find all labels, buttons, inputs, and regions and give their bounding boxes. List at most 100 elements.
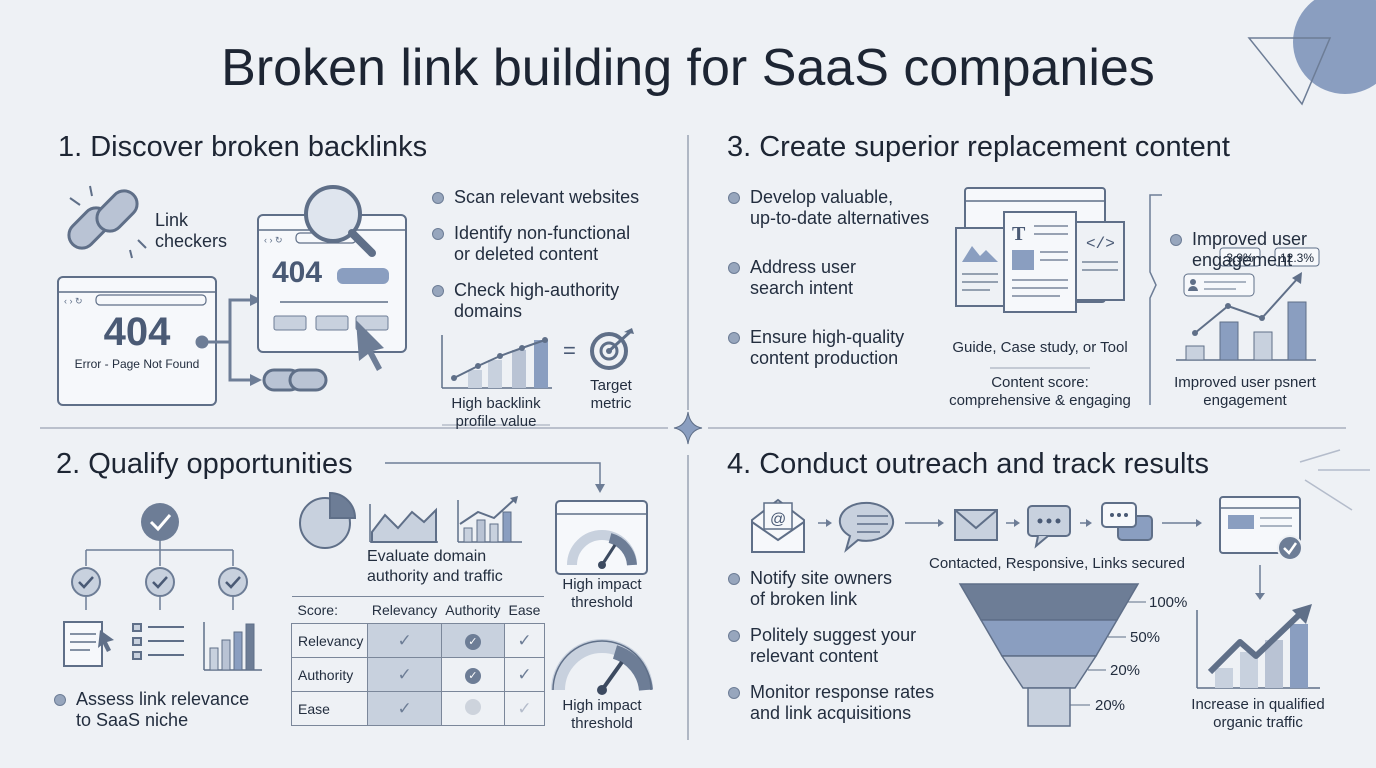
bullet-suggest: Politely suggest your relevant content bbox=[728, 625, 958, 667]
engagement-top: Improved user engagement bbox=[1170, 229, 1376, 271]
row-label: Relevancy bbox=[290, 623, 369, 658]
target-icon bbox=[590, 328, 634, 370]
area-chart-icon bbox=[369, 504, 438, 543]
error-code: 404 bbox=[103, 310, 171, 354]
evaluate-label: Evaluate domain authority and traffic bbox=[367, 548, 503, 585]
bullet-monitor: Monitor response rates and link acquisit… bbox=[728, 682, 958, 724]
section-4-heading: 4. Conduct outreach and track results bbox=[727, 448, 1209, 480]
check-icon: ✓ bbox=[397, 630, 412, 650]
funnel-level-3: 20% bbox=[1110, 662, 1141, 679]
pie-chart-icon bbox=[299, 491, 357, 549]
bullet-address: Address user search intent bbox=[728, 257, 938, 299]
qualify-tree bbox=[85, 540, 234, 610]
table-row: Relevancy ✓ ✓ ✓ bbox=[290, 623, 545, 658]
svg-text:‹ › ↻: ‹ › ↻ bbox=[264, 235, 283, 245]
decor-circle bbox=[1293, 0, 1376, 94]
funnel-level-4: 20% bbox=[1095, 697, 1126, 714]
list-icon bbox=[132, 623, 184, 660]
arrow-head-1 bbox=[250, 294, 262, 306]
content-score: Content score: comprehensive & engaging bbox=[949, 374, 1131, 409]
bullet-ensure: Ensure high-quality content production bbox=[728, 327, 938, 369]
stat-1: 3.9% bbox=[1226, 251, 1254, 265]
threshold-label-1: High impact threshold bbox=[562, 576, 642, 611]
check-icon: ✓ bbox=[517, 698, 532, 718]
engagement-bottom: Improved user psnert engagement bbox=[1174, 374, 1316, 409]
decor-lines bbox=[1299, 449, 1370, 511]
check-filled-icon: ✓ bbox=[464, 667, 481, 684]
browser-error-code: 404 bbox=[272, 256, 323, 289]
svg-text:</>: </> bbox=[1086, 235, 1115, 253]
connector-arrows bbox=[195, 298, 252, 382]
traffic-label: Increase in qualified organic traffic bbox=[1191, 696, 1325, 731]
bullet-identify: Identify non-functional or deleted conte… bbox=[432, 223, 672, 265]
chain-link-small-icon bbox=[262, 368, 328, 392]
chart-label: High backlink profile value bbox=[451, 395, 541, 430]
engagement-chart bbox=[1176, 247, 1320, 361]
check-root-icon bbox=[141, 503, 179, 541]
trend-chart-icon bbox=[457, 496, 522, 543]
content-types: Guide, Case study, or Tool bbox=[952, 339, 1128, 356]
check-filled-icon: ✓ bbox=[464, 633, 481, 650]
bullet-scan: Scan relevant websites bbox=[432, 187, 672, 208]
score-header: Score: bbox=[291, 596, 368, 624]
row-label: Ease bbox=[290, 691, 369, 726]
cursor-icon bbox=[356, 320, 384, 371]
svg-text:‹ › ↻: ‹ › ↻ bbox=[64, 296, 83, 306]
outreach-flow: @ bbox=[751, 496, 1303, 561]
target-label: Target metric bbox=[590, 377, 632, 412]
funnel-chart bbox=[958, 583, 1146, 727]
flow-arrows bbox=[818, 519, 1265, 600]
row-label: Authority bbox=[290, 657, 369, 692]
error-text: Error - Page Not Found bbox=[74, 357, 200, 371]
empty-dot-icon bbox=[464, 699, 481, 715]
header-relevancy: Relevancy bbox=[367, 596, 442, 624]
link-checkers-label: Link checkers bbox=[155, 210, 228, 251]
funnel-caption: Contacted, Responsive, Links secured bbox=[929, 555, 1185, 572]
flow-arrow-head bbox=[595, 484, 605, 493]
bar-chart-icon bbox=[203, 622, 262, 671]
traffic-growth-chart bbox=[1196, 604, 1320, 689]
page-title: Broken link building for SaaS companies bbox=[221, 39, 1155, 97]
section-2-heading: 2. Qualify opportunities bbox=[56, 448, 353, 480]
check-icon: ✓ bbox=[397, 664, 412, 684]
check-child-icons bbox=[71, 567, 248, 597]
assess-label: Assess link relevance to SaaS niche bbox=[54, 689, 1376, 731]
arrow-head-2 bbox=[250, 374, 262, 386]
funnel-level-2: 50% bbox=[1130, 629, 1161, 646]
chain-link-icon bbox=[67, 189, 139, 250]
gauge-icon bbox=[551, 639, 653, 695]
check-icon: ✓ bbox=[517, 664, 532, 684]
magnifier-icon bbox=[304, 185, 376, 257]
backlink-chart bbox=[441, 335, 552, 389]
section-1-bullets: Scan relevant websites Identify non-func… bbox=[432, 187, 672, 322]
svg-text:T: T bbox=[1012, 223, 1026, 245]
check-icon: ✓ bbox=[397, 698, 412, 718]
header-ease: Ease bbox=[504, 596, 545, 624]
section-3-bullets: Develop valuable, up-to-date alternative… bbox=[728, 187, 938, 369]
sparkle-icon bbox=[673, 411, 703, 445]
stat-2: 12.3% bbox=[1279, 251, 1315, 265]
svg-text:@: @ bbox=[770, 511, 786, 528]
score-table: Score: Relevancy Authority Ease Relevanc… bbox=[290, 596, 545, 726]
bracket-line bbox=[1149, 194, 1162, 405]
document-icon bbox=[63, 621, 114, 667]
section-1-heading: 1. Discover broken backlinks bbox=[58, 131, 428, 163]
funnel-level-1: 100% bbox=[1149, 594, 1188, 611]
section-4-bullets: Notify site owners of broken link Polite… bbox=[728, 568, 958, 724]
gauge-window bbox=[555, 500, 648, 575]
bullet-notify: Notify site owners of broken link bbox=[728, 568, 958, 610]
section-3-heading: 3. Create superior replacement content bbox=[727, 131, 1230, 163]
table-row: Authority ✓ ✓ ✓ bbox=[290, 657, 545, 692]
threshold-label-2: High impact threshold bbox=[562, 697, 642, 732]
check-icon: ✓ bbox=[517, 630, 532, 650]
burst-lines bbox=[69, 185, 147, 259]
equals-sign: = bbox=[563, 338, 576, 363]
bullet-check: Check high-authority domains bbox=[432, 280, 672, 322]
table-row: Ease ✓ ✓ bbox=[290, 691, 545, 726]
header-authority: Authority bbox=[441, 596, 505, 624]
flow-arrow bbox=[385, 462, 601, 487]
bullet-develop: Develop valuable, up-to-date alternative… bbox=[728, 187, 938, 229]
content-pages-icon: </> T bbox=[955, 187, 1125, 313]
decor-triangle bbox=[1247, 37, 1332, 106]
